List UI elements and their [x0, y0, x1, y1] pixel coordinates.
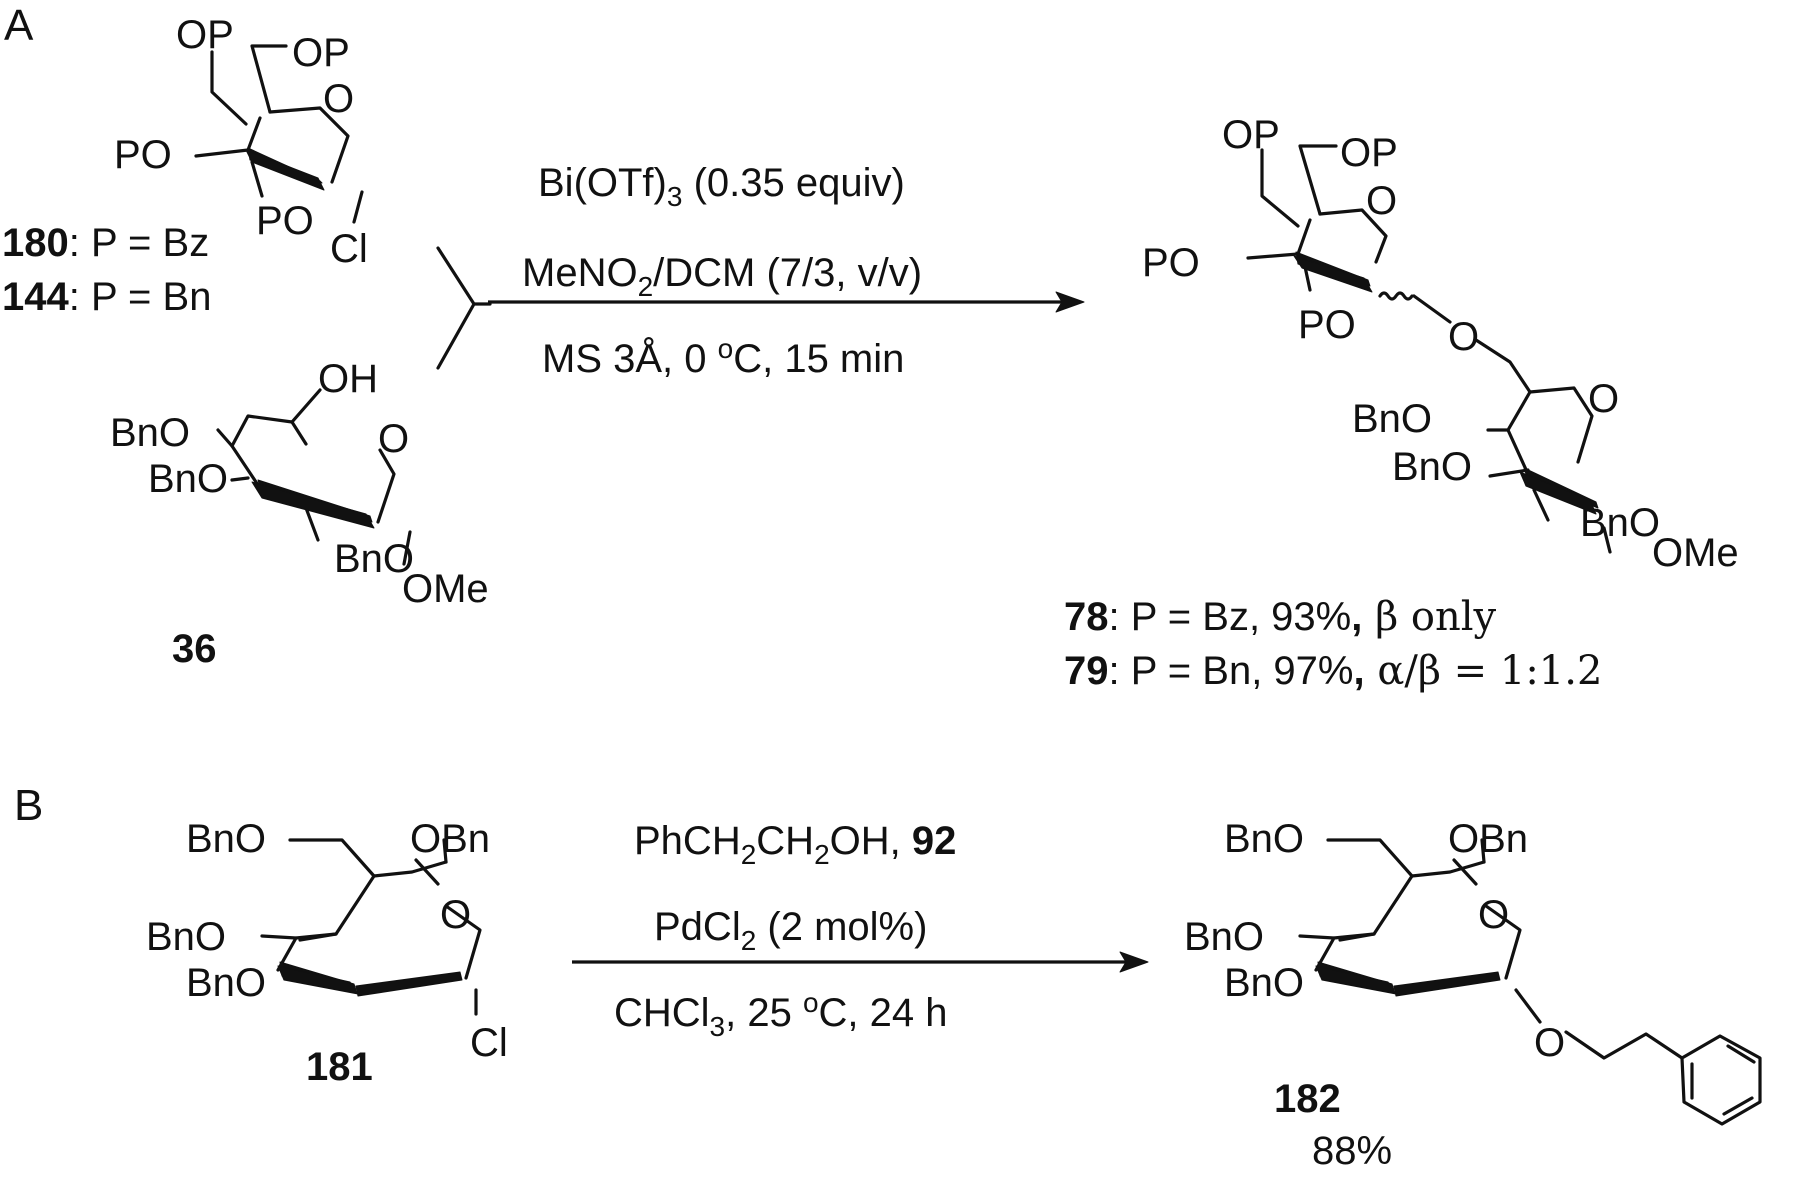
atom-op-4: OP — [1222, 113, 1280, 157]
atom-glycosidic-o: O — [1534, 1021, 1565, 1065]
conditions-a-line1: Bi(OTf)3 (0.35 equiv) — [538, 161, 905, 212]
atom-bno-3: BnO — [1392, 445, 1472, 489]
compound-id-36: 36 — [172, 627, 217, 671]
svg-text:79: P = Bn, 97%, α/β = 1:1.2: 79: P = Bn, 97%, α/β = 1:1.2 — [1064, 648, 1602, 694]
legend-78-79: 78: P = Bz, 93%, β only 79: P = Bn, 97%,… — [1064, 594, 1602, 694]
atom-bno-4: BnO — [1352, 397, 1432, 441]
atom-obn-2: OBn — [1448, 817, 1528, 861]
atom-po-2: PO — [1298, 303, 1356, 347]
atom-bno-6: BnO — [1224, 817, 1304, 861]
structure-181: BnO OBn O BnO BnO Cl — [146, 817, 508, 1065]
atom-bno-3: BnO — [186, 961, 266, 1005]
atom-op-4: OP — [176, 13, 234, 57]
structure-180-144: OP OP O PO PO Cl — [114, 13, 368, 271]
compound-id-182: 182 — [1274, 1077, 1341, 1121]
selectivity-78: β only — [1362, 594, 1496, 640]
compound-desc-144: : P = Bn — [69, 275, 212, 319]
compound-id-79: 79 — [1064, 649, 1109, 693]
conditions-b-line1: PhCH2CH2OH, 92 — [634, 819, 956, 870]
atom-ring-o: O — [378, 417, 409, 461]
atom-bno-2: BnO — [1580, 501, 1660, 545]
panel-label-a: A — [4, 1, 34, 50]
conditions-b-line3: CHCl3, 25 oC, 24 h — [614, 987, 948, 1042]
atom-ome: OMe — [1652, 531, 1739, 575]
conditions-b-line2: PdCl2 (2 mol%) — [654, 905, 927, 956]
conditions-a-line2: MeNO2/DCM (7/3, v/v) — [522, 251, 922, 302]
arrow-a — [488, 291, 1085, 313]
structure-182: BnO OBn O BnO BnO O — [1184, 817, 1762, 1126]
atom-ring-o: O — [440, 893, 471, 937]
atom-op-6: OP — [1340, 131, 1398, 175]
atom-op-6: OP — [292, 31, 350, 75]
atom-bno-3: BnO — [148, 457, 228, 501]
atom-bno-6: BnO — [186, 817, 266, 861]
compound-desc-79: : P = Bn, 97% — [1109, 649, 1354, 693]
compound-id-180: 180 — [2, 221, 69, 265]
yield-182: 88% — [1312, 1129, 1392, 1173]
selectivity-79: α/β = 1:1.2 — [1365, 648, 1603, 694]
conditions-a-line3: MS 3Å, 0 oC, 15 min — [542, 333, 904, 381]
structure-36: OH O BnO BnO BnO OMe — [110, 357, 489, 611]
atom-cl: Cl — [470, 1021, 508, 1065]
atom-ring-o: O — [1478, 893, 1509, 937]
compound-id-181: 181 — [306, 1045, 373, 1089]
compound-id-78: 78 — [1064, 595, 1109, 639]
atom-bno-4: BnO — [110, 411, 190, 455]
compound-desc-78: : P = Bz, 93% — [1109, 595, 1352, 639]
reactant-bracket — [436, 246, 492, 370]
legend-180-144: 180: P = Bz 144: P = Bn — [2, 221, 211, 319]
structure-78-79: OP OP O PO PO O O BnO BnO BnO OMe — [1142, 113, 1739, 575]
atom-po-3: PO — [114, 133, 172, 177]
atom-po-2: PO — [256, 199, 314, 243]
atom-obn-2: OBn — [410, 817, 490, 861]
atom-link-o: O — [1448, 315, 1479, 359]
svg-text:180: P = Bz: 180: P = Bz — [2, 221, 209, 265]
atom-bno-4: BnO — [1184, 915, 1264, 959]
atom-bno-4: BnO — [146, 915, 226, 959]
atom-cl: Cl — [330, 227, 368, 271]
compound-desc-180: : P = Bz — [69, 221, 209, 265]
atom-ring-o-lower: O — [1588, 377, 1619, 421]
atom-ring-o-upper: O — [1366, 179, 1397, 223]
arrow-b — [572, 951, 1149, 973]
atom-oh: OH — [318, 357, 378, 401]
atom-bno-3: BnO — [1224, 961, 1304, 1005]
svg-text:144: P = Bn: 144: P = Bn — [2, 275, 211, 319]
compound-id-144: 144 — [2, 275, 69, 319]
panel-label-b: B — [14, 781, 43, 830]
atom-po-3: PO — [1142, 241, 1200, 285]
atom-bno-2: BnO — [334, 537, 414, 581]
atom-ome: OMe — [402, 567, 489, 611]
svg-text:78: P = Bz, 93%, β only: 78: P = Bz, 93%, β only — [1064, 594, 1497, 640]
atom-ring-o: O — [323, 77, 354, 121]
